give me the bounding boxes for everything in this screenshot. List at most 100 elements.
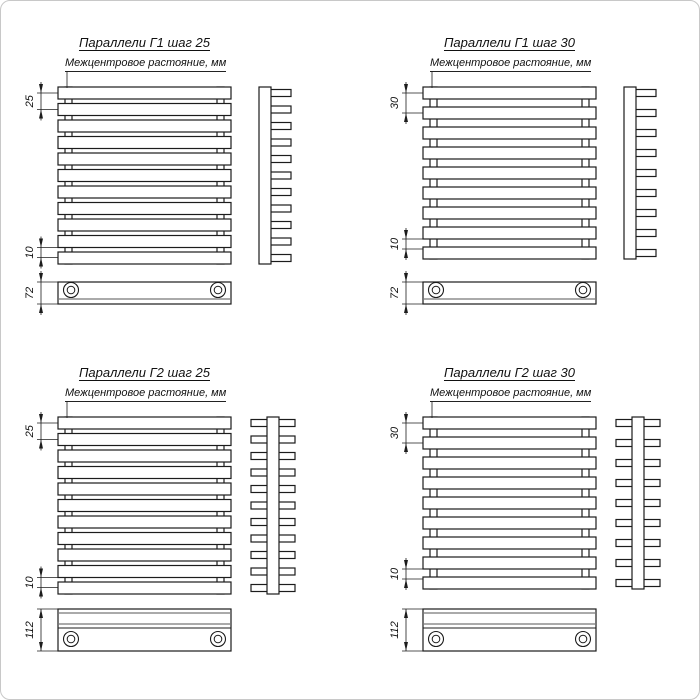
side-bar-tooth-right bbox=[277, 468, 296, 477]
dimension-arrow-icon bbox=[39, 439, 43, 449]
dimension-label: 10 bbox=[389, 237, 401, 250]
dimension-arrow-icon bbox=[404, 230, 408, 239]
side-bar-tooth-left bbox=[615, 578, 634, 588]
side-bar-tooth-right bbox=[277, 517, 296, 527]
side-bar-tooth-left bbox=[615, 418, 634, 428]
dimension-arrow-icon bbox=[39, 304, 43, 313]
side-bar-tooth-left bbox=[250, 534, 269, 543]
dimension-arrow-icon bbox=[404, 414, 408, 423]
panel-g2-step30: Параллели Г2 шаг 30 Межцентровое растоян… bbox=[366, 331, 699, 661]
pipe-connection-outer bbox=[574, 281, 592, 299]
panel-g2-step25: Параллели Г2 шаг 25 Межцентровое растоян… bbox=[1, 331, 336, 661]
pipe-connection-inner bbox=[431, 285, 441, 295]
dimension-label: 30 bbox=[389, 426, 401, 439]
bottom-collector bbox=[57, 281, 232, 305]
dimension-arrow-icon bbox=[39, 257, 43, 267]
side-bar-tooth bbox=[634, 188, 657, 198]
panel-title: Параллели Г2 шаг 30 bbox=[443, 365, 575, 380]
front-bar bbox=[57, 185, 232, 199]
side-bar-tooth-right bbox=[277, 550, 296, 560]
bottom-collector bbox=[422, 608, 597, 652]
dimension-arrow-icon bbox=[39, 414, 43, 423]
side-bar-tooth-right bbox=[277, 484, 296, 494]
pipe-connection-inner bbox=[66, 634, 76, 644]
panel-g1-step25: Параллели Г1 шаг 25 Межцентровое растоян… bbox=[1, 1, 336, 331]
front-bar bbox=[422, 516, 597, 530]
side-bar-tooth-right bbox=[642, 538, 661, 548]
front-bar bbox=[422, 106, 597, 120]
front-bar bbox=[57, 465, 232, 480]
side-bar-tooth bbox=[269, 121, 292, 131]
front-bar bbox=[57, 102, 232, 117]
front-bar bbox=[57, 201, 232, 216]
pipe-connection-inner bbox=[578, 634, 588, 644]
side-bar-tooth bbox=[269, 171, 292, 180]
bottom-collector bbox=[422, 281, 597, 305]
side-bar-tooth bbox=[634, 88, 657, 98]
front-bar bbox=[57, 564, 232, 579]
dimension-arrow-icon bbox=[39, 238, 43, 248]
side-bar-tooth-left bbox=[615, 458, 634, 468]
dimension-arrow-icon bbox=[404, 560, 408, 569]
front-bar bbox=[422, 246, 597, 260]
front-bar bbox=[422, 476, 597, 490]
front-bar bbox=[422, 556, 597, 570]
pipe-connection-outer bbox=[62, 281, 80, 299]
dimension-arrow-icon bbox=[404, 84, 408, 93]
pipe-connection-inner bbox=[431, 634, 441, 644]
side-bar-tooth bbox=[634, 248, 657, 258]
front-bar bbox=[422, 186, 597, 200]
side-bar-tooth-right bbox=[642, 438, 661, 448]
front-bar bbox=[57, 218, 232, 232]
dimension-label: 10 bbox=[389, 567, 401, 580]
panel-g1-step30: Параллели Г1 шаг 30 Межцентровое растоян… bbox=[366, 1, 699, 331]
front-bar bbox=[57, 119, 232, 133]
dimension-arrow-icon bbox=[404, 609, 408, 618]
front-bar bbox=[422, 166, 597, 180]
pipe-connection-outer bbox=[574, 630, 592, 648]
side-rail bbox=[258, 86, 272, 265]
front-bar bbox=[422, 436, 597, 450]
bottom-collector bbox=[57, 608, 232, 652]
front-bar bbox=[57, 581, 232, 595]
side-bar-tooth-right bbox=[277, 435, 296, 444]
dimension-arrow-icon bbox=[404, 304, 408, 313]
front-bar bbox=[422, 576, 597, 590]
side-bar-tooth-right bbox=[277, 501, 296, 510]
side-bar-tooth-right bbox=[277, 583, 296, 593]
dimension-label: 112 bbox=[389, 621, 401, 639]
front-bar bbox=[57, 152, 232, 166]
dimension-arrow-icon bbox=[39, 273, 43, 282]
side-bar-tooth bbox=[634, 108, 657, 118]
pipe-connection-inner bbox=[66, 285, 76, 295]
side-bar-tooth bbox=[634, 228, 657, 238]
dimension-arrow-icon bbox=[404, 273, 408, 282]
side-bar-tooth bbox=[269, 237, 292, 246]
pipe-connection-outer bbox=[427, 630, 445, 648]
front-bar bbox=[57, 251, 232, 265]
side-bar-tooth-left bbox=[615, 438, 634, 448]
side-bar-tooth bbox=[269, 220, 292, 230]
side-bar-tooth-right bbox=[642, 418, 661, 428]
side-bar-tooth-left bbox=[615, 558, 634, 568]
side-bar-tooth-left bbox=[615, 538, 634, 548]
side-bar-tooth-left bbox=[250, 418, 269, 428]
side-bar-tooth-left bbox=[250, 451, 269, 461]
side-bar-tooth-right bbox=[642, 558, 661, 568]
front-bar bbox=[57, 168, 232, 183]
side-bar-tooth-right bbox=[642, 478, 661, 488]
side-rail bbox=[623, 86, 637, 260]
side-rail bbox=[266, 416, 280, 595]
side-bar-tooth-left bbox=[250, 583, 269, 593]
side-bar-tooth bbox=[269, 187, 292, 197]
front-bar bbox=[57, 515, 232, 529]
side-bar-tooth bbox=[634, 168, 657, 178]
dimension-label: 72 bbox=[24, 287, 36, 299]
side-bar-tooth bbox=[634, 148, 657, 158]
dimension-arrow-icon bbox=[404, 113, 408, 122]
side-bar-tooth bbox=[269, 154, 292, 164]
